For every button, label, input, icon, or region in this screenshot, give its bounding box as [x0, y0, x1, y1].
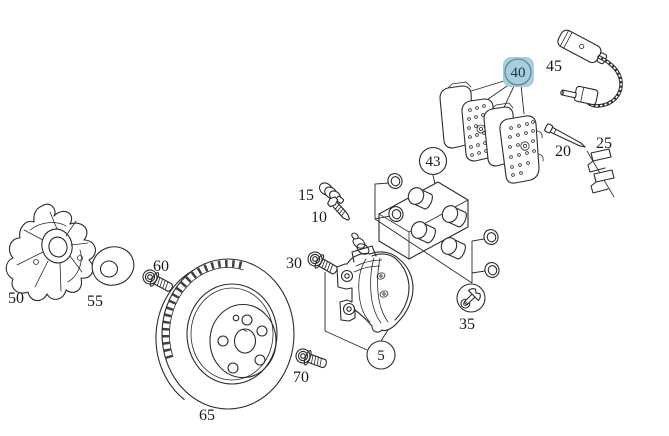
svg-text:43: 43 [426, 154, 441, 170]
disc-screw-art [293, 345, 330, 373]
splash-shield-art [5, 203, 96, 302]
spring-clip-set-art [586, 148, 615, 198]
callout-wear-sensor[interactable]: 45 [546, 58, 562, 75]
callout-caliper[interactable]: 5 [366, 340, 396, 370]
svg-text:40: 40 [511, 65, 526, 81]
callout-brake-pad-set[interactable]: 40 [503, 57, 534, 87]
callout-repair-kit[interactable]: 35 [459, 316, 475, 333]
brake-pad-set-art [439, 79, 544, 184]
caliper-art [324, 232, 414, 351]
callout-shield-bolt[interactable]: 60 [153, 258, 169, 275]
wrench-icon [460, 288, 481, 309]
callout-caliper-bolt[interactable]: 30 [286, 255, 302, 272]
caliper-bolt-art [304, 248, 341, 279]
callout-splash-shield[interactable]: 50 [8, 290, 24, 307]
callout-spring-clip-set[interactable]: 25 [596, 135, 612, 152]
callout-bleeder-cap[interactable]: 15 [298, 187, 314, 204]
brake-disc-art [155, 258, 295, 410]
callout-disc-screw[interactable]: 70 [293, 369, 309, 386]
svg-text:5: 5 [377, 348, 385, 364]
piston-kit-art [374, 171, 502, 284]
bleeder-screw-art [327, 196, 351, 221]
callout-brake-disc[interactable]: 65 [199, 407, 215, 424]
wear-sensor-art [557, 29, 623, 108]
highlight-badge [503, 57, 534, 87]
callout-guide-pin[interactable]: 20 [555, 143, 571, 160]
washer-art [91, 246, 135, 286]
callout-piston-kit[interactable]: 43 [418, 146, 448, 176]
callout-washer[interactable]: 55 [87, 293, 103, 310]
repair-kit-symbol [456, 283, 486, 313]
callout-bleeder-screw[interactable]: 10 [311, 209, 327, 226]
guide-pin-art [544, 123, 586, 148]
